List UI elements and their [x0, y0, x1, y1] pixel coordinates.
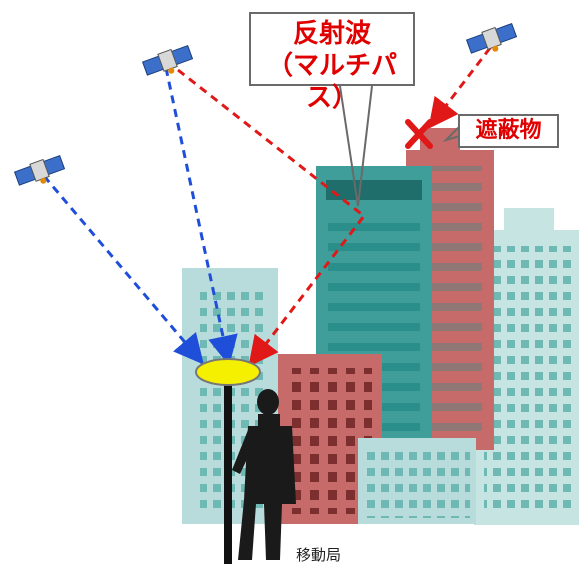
x-mark-icon — [405, 119, 433, 149]
reflection-subtitle: （マルチパス） — [266, 51, 397, 113]
direct-signal-1 — [42, 175, 204, 365]
mobile-station-label: 移動局 — [296, 546, 342, 564]
building-front-pale — [358, 438, 476, 524]
satellite-icon — [465, 22, 518, 54]
surveyor-silhouette-icon — [232, 389, 296, 560]
blocked-signal — [428, 47, 492, 129]
direct-signal-paths — [42, 67, 238, 366]
satellite-icon — [141, 44, 194, 76]
satellite-icon — [13, 154, 66, 186]
reflection-callout: 反射波 （マルチパス） — [249, 12, 415, 113]
obstruction-callout: 遮蔽物 — [458, 114, 559, 148]
direct-signal-2 — [164, 67, 238, 366]
reflection-title: 反射波 — [292, 19, 371, 49]
reflected-signal-paths — [177, 47, 492, 367]
callout-pointers — [339, 85, 461, 207]
gnss-antenna-icon — [195, 358, 261, 564]
